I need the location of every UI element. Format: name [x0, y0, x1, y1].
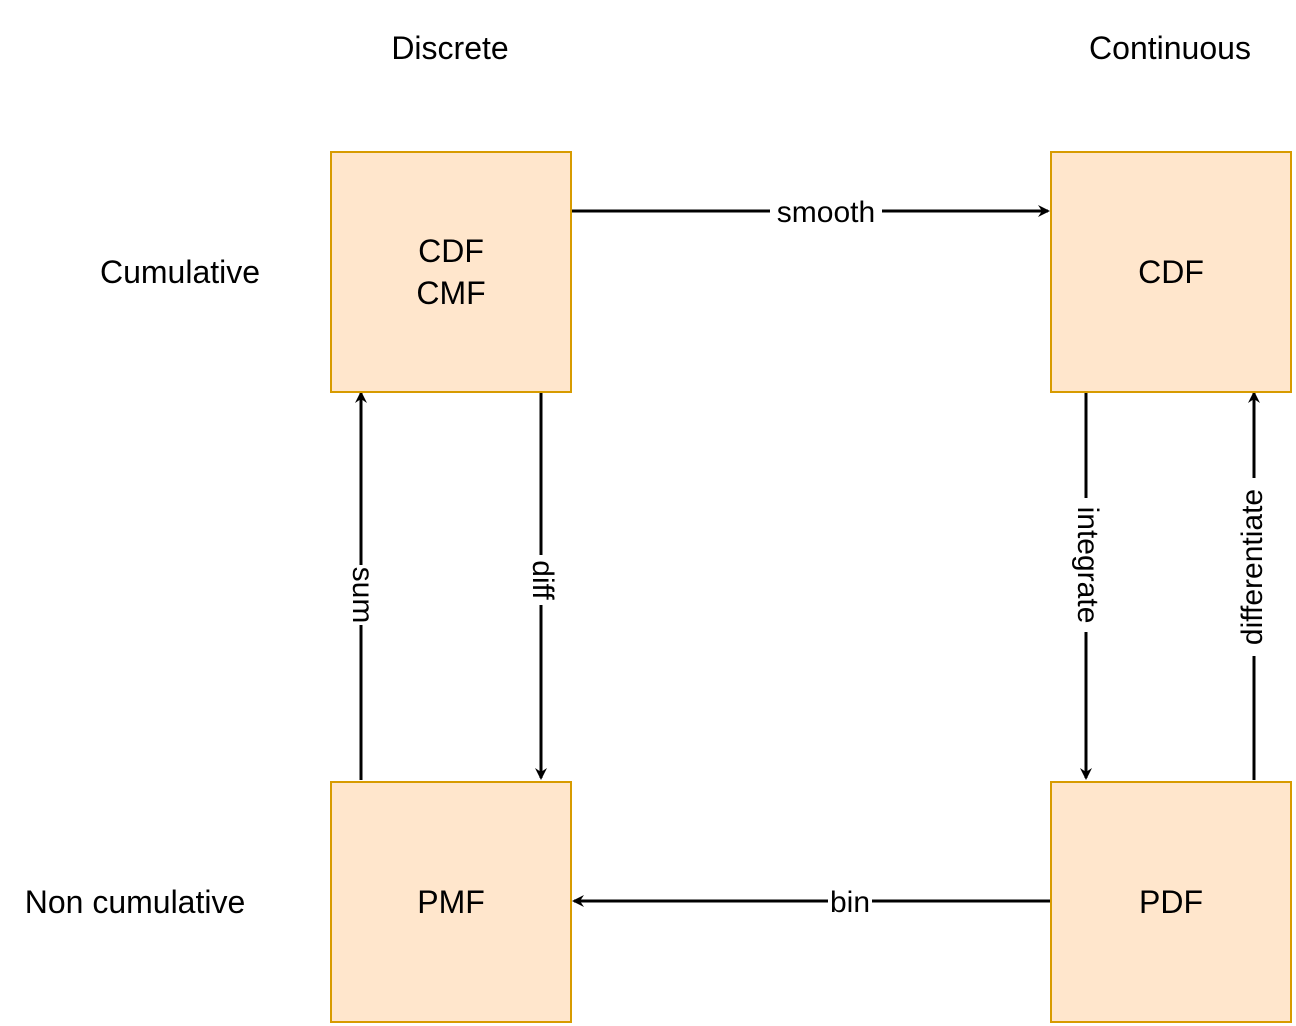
node-label-pdf: PDF: [1139, 884, 1203, 920]
edge-smooth: smooth: [572, 196, 1050, 229]
edge-differentiate: differentiate: [1236, 391, 1269, 780]
edge-diff: diff: [526, 391, 559, 780]
row-label-non-cumulative: Non cumulative: [24, 884, 246, 920]
edge-integrate: integrate: [1071, 391, 1104, 780]
column-header-discrete: Discrete: [391, 30, 509, 66]
node-label-pmf: PMF: [417, 884, 485, 920]
edge-label-diff: diff: [526, 560, 559, 600]
edge-label-sum: sum: [346, 567, 379, 624]
row-label-cumulative: Cumulative: [99, 254, 261, 290]
node-continuous-non-cumulative: PDF: [1050, 781, 1292, 1023]
edge-label-smooth: smooth: [777, 196, 875, 229]
node-label-cdf: CDF: [418, 233, 484, 269]
column-header-continuous: Continuous: [1089, 30, 1251, 66]
edge-label-differentiate: differentiate: [1236, 489, 1269, 645]
edge-label-bin: bin: [830, 886, 870, 919]
node-label-cmf: CMF: [416, 275, 486, 311]
node-label-cdf: CDF: [1138, 254, 1204, 290]
node-continuous-cumulative: CDF: [1050, 151, 1292, 393]
node-discrete-cumulative: CDF CMF: [330, 151, 572, 393]
edge-sum: sum: [346, 391, 379, 780]
edge-bin: bin: [572, 886, 1050, 919]
edge-label-integrate: integrate: [1071, 507, 1104, 624]
node-discrete-non-cumulative: PMF: [330, 781, 572, 1023]
